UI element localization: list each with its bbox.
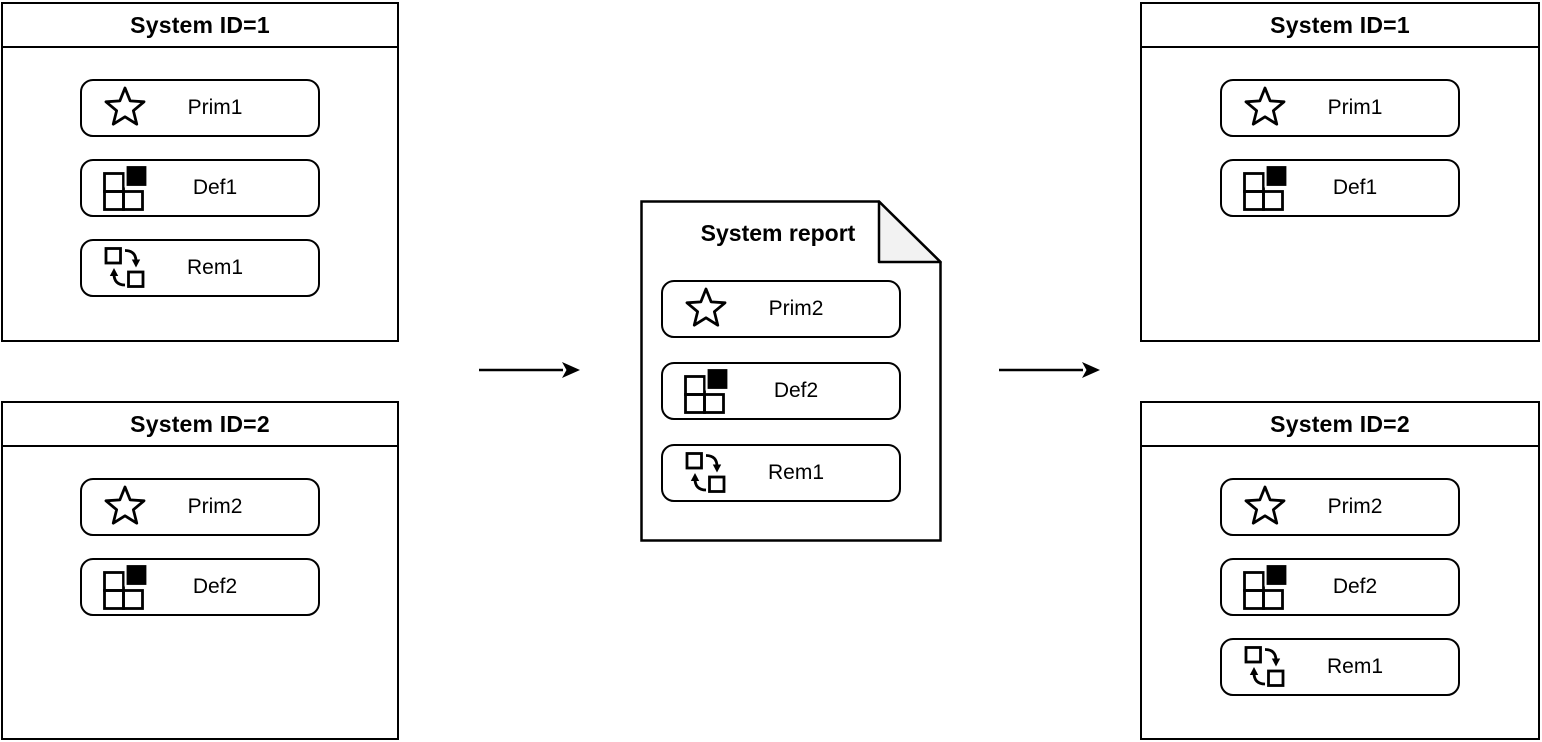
diagram-item: Def2 bbox=[661, 362, 901, 420]
item-label: Def2 bbox=[192, 575, 238, 598]
item-label: Rem1 bbox=[767, 461, 825, 484]
flow-arrow-right bbox=[999, 362, 1100, 378]
panel-title: System ID=1 bbox=[3, 4, 397, 48]
panel-system-1-before: System ID=1 Prim1 Def1 Rem1 bbox=[1, 2, 399, 342]
item-label: Def1 bbox=[192, 176, 238, 199]
panel-items: Prim1 Def1 Rem1 bbox=[3, 48, 397, 297]
diagram-item: Prim1 bbox=[80, 79, 320, 137]
report-items: Prim2 Def2 Rem1 bbox=[661, 280, 901, 502]
item-label: Rem1 bbox=[186, 256, 244, 279]
sync-icon bbox=[1242, 644, 1288, 691]
panel-system-2-before: System ID=2 Prim2 Def2 bbox=[1, 401, 399, 740]
page-fold bbox=[877, 200, 942, 264]
item-label: Def2 bbox=[1332, 575, 1378, 598]
item-label: Rem1 bbox=[1326, 655, 1384, 678]
star-icon bbox=[102, 484, 148, 531]
grid-icon bbox=[1242, 563, 1288, 611]
grid-icon bbox=[1242, 164, 1288, 212]
diagram-item: Rem1 bbox=[661, 444, 901, 502]
item-label: Prim1 bbox=[1327, 96, 1383, 119]
panel-items: Prim2 Def2 Rem1 bbox=[1142, 447, 1538, 696]
diagram-item: Rem1 bbox=[1220, 638, 1460, 696]
panel-system-2-after: System ID=2 Prim2 Def2 Rem1 bbox=[1140, 401, 1540, 740]
item-label: Prim2 bbox=[768, 297, 824, 320]
star-icon bbox=[683, 286, 729, 333]
diagram-item: Prim1 bbox=[1220, 79, 1460, 137]
star-icon bbox=[1242, 85, 1288, 132]
flow-arrow-left bbox=[479, 362, 580, 378]
diagram-item: Prim2 bbox=[1220, 478, 1460, 536]
item-label: Prim1 bbox=[187, 96, 243, 119]
sync-icon bbox=[102, 245, 148, 292]
diagram-item: Def2 bbox=[1220, 558, 1460, 616]
item-label: Def2 bbox=[773, 379, 819, 402]
star-icon bbox=[1242, 484, 1288, 531]
panel-items: Prim2 Def2 bbox=[3, 447, 397, 616]
diagram-item: Def1 bbox=[1220, 159, 1460, 217]
panel-title: System ID=2 bbox=[3, 403, 397, 447]
panel-title: System ID=2 bbox=[1142, 403, 1538, 447]
system-report-document: System report Prim2 Def2 Rem1 bbox=[640, 200, 942, 542]
grid-icon bbox=[102, 164, 148, 212]
diagram-item: Def2 bbox=[80, 558, 320, 616]
grid-icon bbox=[683, 367, 729, 415]
grid-icon bbox=[102, 563, 148, 611]
panel-items: Prim1 Def1 bbox=[1142, 48, 1538, 217]
diagram-item: Prim2 bbox=[661, 280, 901, 338]
item-label: Prim2 bbox=[187, 495, 243, 518]
star-icon bbox=[102, 85, 148, 132]
diagram-item: Prim2 bbox=[80, 478, 320, 536]
panel-system-1-after: System ID=1 Prim1 Def1 bbox=[1140, 2, 1540, 342]
diagram-item: Def1 bbox=[80, 159, 320, 217]
sync-icon bbox=[683, 450, 729, 497]
item-label: Def1 bbox=[1332, 176, 1378, 199]
item-label: Prim2 bbox=[1327, 495, 1383, 518]
panel-title: System ID=1 bbox=[1142, 4, 1538, 48]
diagram-item: Rem1 bbox=[80, 239, 320, 297]
report-title: System report bbox=[700, 219, 856, 246]
